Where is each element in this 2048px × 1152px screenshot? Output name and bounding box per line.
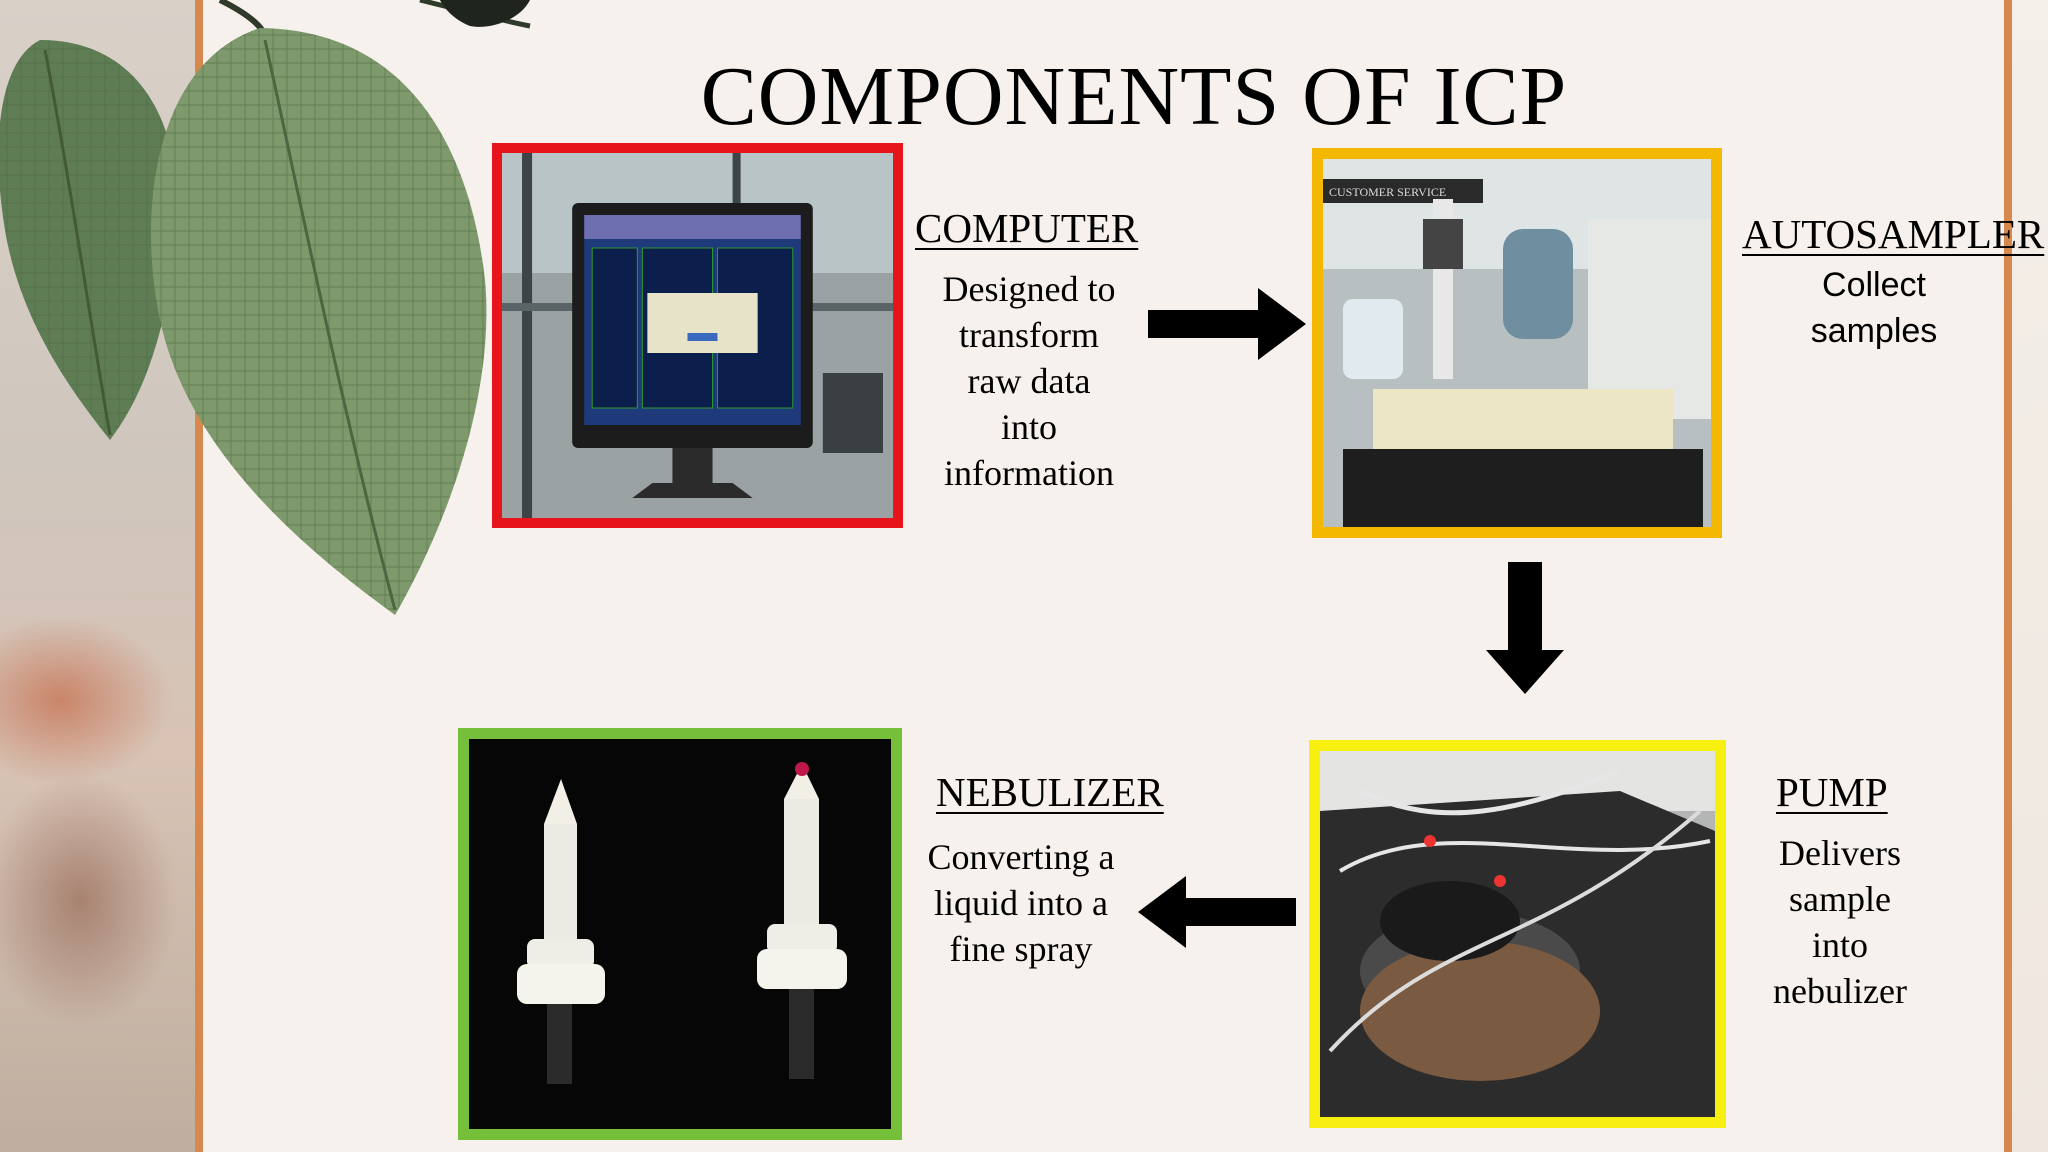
computer-description-line: Designed to [942, 269, 1116, 309]
pump-description-line: nebulizer [1773, 971, 1907, 1011]
nebulizer-description-line: fine spray [949, 929, 1093, 969]
autosampler-sign-text: CUSTOMER SERVICE [1329, 185, 1446, 199]
background-left-line [195, 0, 203, 1152]
nebulizer-photo [458, 728, 902, 1140]
leaves-decoration [0, 0, 531, 615]
slide-title: COMPONENTS OF ICP [700, 50, 1568, 143]
computer-description-line: into [1000, 407, 1057, 447]
background-right-line [2004, 0, 2012, 1152]
arrow-down-icon [1486, 562, 1564, 694]
computer-description-line: information [944, 453, 1114, 493]
pump-heading: PUMP [1776, 769, 1888, 815]
nebulizer-description-line: Converting a [927, 837, 1115, 877]
computer-description: Designed to transform raw data into info… [920, 266, 1138, 496]
background-right-panel [2012, 0, 2048, 1152]
computer-description-line: transform [959, 315, 1099, 355]
autosampler-heading: AUTOSAMPLER [1742, 211, 2045, 257]
arrow-right-icon [1148, 288, 1306, 360]
computer-photo [492, 143, 903, 528]
nebulizer-description-line: liquid into a [934, 883, 1108, 923]
pump-photo [1309, 740, 1726, 1128]
autosampler-description-line: Collect [1822, 266, 1926, 304]
nebulizer-description: Converting a liquid into a fine spray [912, 834, 1130, 972]
autosampler-photo: CUSTOMER SERVICE [1312, 148, 1722, 538]
computer-description-line: raw data [967, 361, 1091, 401]
nebulizer-heading: NEBULIZER [936, 769, 1164, 815]
computer-heading: COMPUTER [915, 205, 1139, 251]
pump-description-line: into [1811, 925, 1868, 965]
pump-description-line: Delivers [1779, 833, 1901, 873]
pump-description: Delivers sample into nebulizer [1750, 830, 1930, 1014]
autosampler-description: Collect samples [1780, 262, 1968, 354]
autosampler-description-line: samples [1810, 312, 1938, 350]
arrow-left-icon [1138, 876, 1296, 948]
pump-description-line: sample [1789, 879, 1891, 919]
